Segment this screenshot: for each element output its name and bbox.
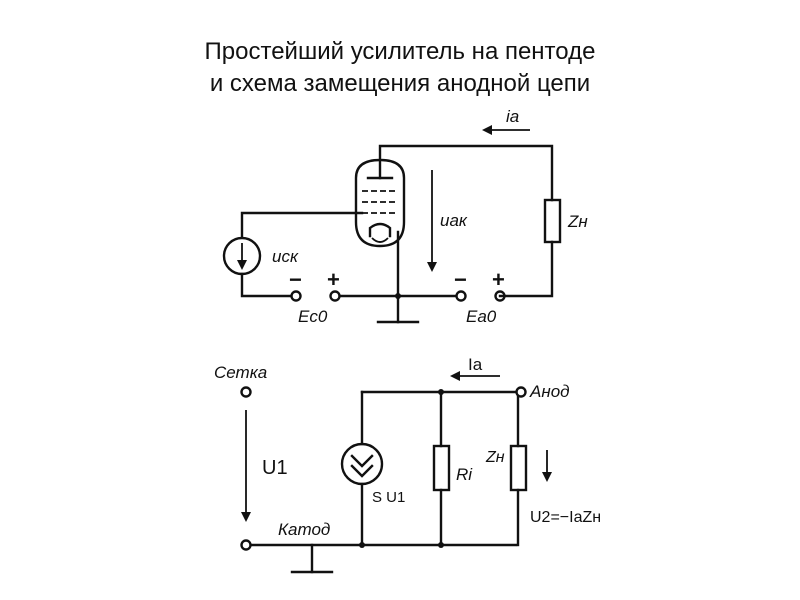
grid-wire — [240, 211, 364, 238]
grid-source-label: uск — [272, 247, 299, 266]
anode-voltage-label: uак — [440, 211, 468, 230]
grid-battery-plus-terminal — [329, 290, 341, 302]
equivalent-current-label: Iа — [468, 355, 483, 374]
junction-dot-top — [438, 389, 444, 395]
anode-wire — [378, 144, 554, 202]
grid-battery-label: Eс0 — [298, 307, 328, 326]
anode-battery-label: Eа0 — [466, 307, 497, 326]
junction-dot — [395, 293, 401, 299]
source-return-wire — [240, 272, 293, 298]
anode-current-label: iа — [506, 107, 519, 126]
equivalent-anode-circuit: Сетка Анод Катод Iа U1 S U1 Ri Zн U2=−Iа… — [214, 355, 601, 574]
diagram-title-line-1: Простейший усилитель на пентоде — [204, 38, 596, 65]
current-source-arrows — [350, 454, 374, 478]
junction-dot-bottom-left — [359, 542, 365, 548]
current-source-circle — [340, 442, 384, 486]
pentode-tube — [354, 158, 406, 248]
anode-battery-minus-sign: − — [454, 267, 467, 292]
anode-terminal-label: Анод — [529, 382, 570, 401]
diagram-title-line-2: и схема замещения анодной цепи — [209, 70, 591, 97]
load-label: Zн — [567, 212, 588, 231]
internal-resistance-label: Ri — [456, 465, 473, 484]
cathode-terminal — [240, 539, 252, 551]
output-voltage-label: U2=−IаZн — [530, 509, 601, 526]
cathode-terminal-label: Катод — [278, 520, 330, 539]
load-return-wire — [498, 240, 554, 298]
pentode-amplifier-circuit: iа uак uск Zн Eс0 Eа0 − + − + — [222, 107, 588, 326]
load-resistor-equivalent — [509, 444, 528, 492]
input-voltage-label: U1 — [262, 457, 288, 479]
anode-terminal — [515, 386, 527, 398]
grid-battery-plus-sign: + — [327, 267, 340, 292]
anode-battery-plus-sign: + — [492, 267, 505, 292]
tube-heater — [371, 237, 389, 243]
grid-terminal-label: Сетка — [214, 363, 267, 382]
current-source-label: S U1 — [372, 489, 405, 506]
grid-battery-minus-sign: − — [289, 267, 302, 292]
internal-resistance — [432, 444, 451, 492]
load-resistor — [543, 198, 562, 244]
tube-cathode — [368, 222, 392, 238]
grid-battery-minus-terminal — [290, 290, 302, 302]
anode-battery-plus-terminal — [494, 290, 506, 302]
grid-terminal — [240, 386, 252, 398]
load-label-equivalent: Zн — [485, 449, 505, 466]
anode-battery-minus-terminal — [455, 290, 467, 302]
junction-dot-bottom-mid — [438, 542, 444, 548]
